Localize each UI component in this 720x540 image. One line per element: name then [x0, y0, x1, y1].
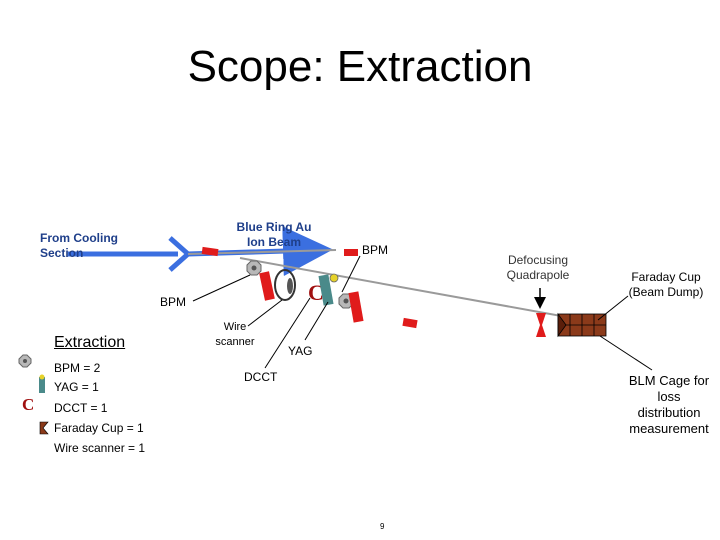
faraday-leader — [597, 295, 629, 321]
legend-title: Extraction — [54, 334, 126, 351]
legend-bpm-icon — [18, 354, 32, 368]
legend-dcct-icon: C — [22, 395, 34, 414]
yag-symbol — [318, 273, 339, 306]
wire-leader — [247, 299, 283, 327]
blm-leader — [599, 335, 653, 371]
legend-item-dcct: DCCT = 1 — [54, 401, 108, 415]
blm-cage-label: BLM Cage for loss distribution measureme… — [628, 373, 710, 436]
page-number: 9 — [380, 522, 385, 531]
legend-item-bpm: BPM = 2 — [54, 361, 101, 375]
yag-label: YAG — [288, 344, 313, 358]
faraday-cup-label: Faraday Cup (Beam Dump) — [628, 270, 704, 299]
bpm-left — [246, 260, 262, 276]
from-cooling-label: From Cooling Section — [40, 231, 118, 260]
kicker-magnet — [259, 271, 275, 301]
bpm-top-leader — [341, 255, 361, 293]
extraction-beam-pipe — [239, 257, 601, 324]
legend-item-wire-scanner: Wire scanner = 1 — [54, 441, 146, 455]
dcct-leader — [264, 297, 311, 369]
legend-yag-icon — [39, 374, 45, 393]
ring-dipole-2 — [344, 249, 358, 256]
defocusing-quad — [536, 313, 546, 337]
bpm-top-label: BPM — [362, 243, 389, 257]
legend-faraday-icon — [39, 421, 49, 435]
defocusing-label: Defocusing Quadrapole — [506, 253, 570, 282]
wire-scanner-label: Wire scanner — [215, 321, 255, 348]
faraday-cup — [557, 312, 607, 338]
legend-item-yag: YAG = 1 — [54, 380, 99, 394]
blue-ring-label: Blue Ring Au Ion Beam — [236, 220, 312, 249]
ring-dipole-1 — [201, 246, 219, 257]
dcct-label: DCCT — [244, 370, 278, 384]
red-magnet-right — [348, 291, 364, 323]
dcct-symbol: C — [308, 280, 324, 305]
wire-scanner-symbol — [274, 269, 296, 301]
legend-item-faraday: Faraday Cup = 1 — [54, 421, 144, 435]
yag-leader — [304, 301, 329, 341]
page-title: Scope: Extraction — [187, 42, 533, 91]
dipole-mid — [402, 317, 418, 329]
bpm-left-leader — [192, 274, 251, 302]
bpm-left-label: BPM — [160, 295, 187, 309]
